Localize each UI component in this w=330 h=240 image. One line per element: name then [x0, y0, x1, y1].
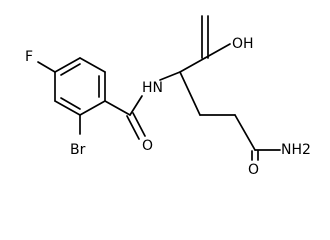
amide-carbonyl-double-2 — [132, 112, 146, 137]
benzene-ring — [54, 57, 106, 116]
fluorine-label: F — [25, 49, 33, 65]
nh-to-alpha-carbon-bond — [159, 71, 181, 81]
terminal-oxygen-label: O — [248, 162, 259, 178]
ring-bond-2 — [79, 57, 106, 73]
c-f-bond — [37, 61, 56, 73]
amide-carbonyl-double-1 — [126, 115, 140, 140]
ring-inner-double-3 — [60, 97, 81, 110]
ring-inner-double-1 — [60, 63, 81, 76]
ring-bond-4 — [79, 100, 106, 116]
alpha-to-beta-bond — [179, 71, 201, 116]
carboxyl-to-oh-bond — [204, 43, 231, 59]
bromine-label: Br — [70, 142, 86, 158]
ring-bond-5 — [54, 100, 81, 116]
terminal-nh2-label: NH2 — [281, 142, 311, 158]
amide-nh-label: HN — [142, 80, 163, 96]
carbonyl-to-nh-bond — [129, 95, 143, 116]
chemical-structure: F Br O HN OH O NH2 — [25, 15, 311, 178]
ring-bond-1 — [54, 57, 81, 73]
ring-to-carbonyl-bond — [104, 100, 131, 116]
amide-oxygen-label: O — [142, 138, 153, 154]
alpha-to-carboxyl-bond — [179, 57, 206, 73]
gamma-to-amide-carbon-bond — [234, 114, 256, 151]
carboxylic-oh-label: OH — [232, 36, 254, 52]
